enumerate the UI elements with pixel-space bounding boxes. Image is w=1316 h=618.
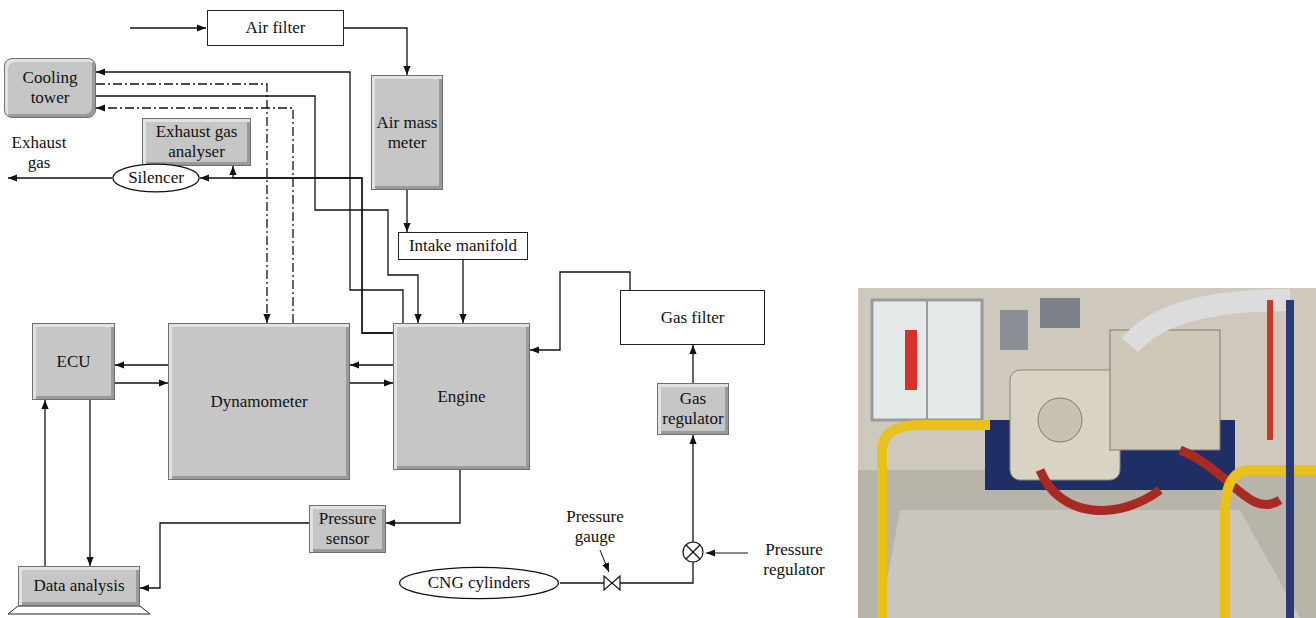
photo-dyno-flange xyxy=(1038,398,1082,442)
component-label: Air filter xyxy=(246,18,306,38)
flow-arrow xyxy=(406,190,407,232)
text-group: Silencer xyxy=(128,168,184,188)
component-label: Engine xyxy=(437,387,485,407)
exhaust-outlet-arrow xyxy=(8,177,112,178)
text-group: Cooling tower xyxy=(8,68,92,107)
component-label: Intake manifold xyxy=(409,236,517,256)
text-group: CNG cylinders xyxy=(428,573,530,593)
component-label: Pressure sensor xyxy=(313,509,382,548)
component-label: Gas filter xyxy=(661,308,725,328)
flow-arrow xyxy=(96,96,418,323)
component-label: Silencer xyxy=(128,168,184,188)
flow-arrow xyxy=(350,382,393,383)
text-group: Air filter xyxy=(246,18,306,38)
component-box: Air mass meter xyxy=(371,75,443,190)
flow-arrow xyxy=(89,400,90,566)
component-label: Gas regulator xyxy=(661,389,725,428)
photo-red-hose xyxy=(1040,470,1160,510)
component-box: Data analysis xyxy=(18,566,140,606)
component-label: Dynamometer xyxy=(210,392,307,412)
component-label: Exhaust gas analyser xyxy=(146,122,247,161)
text-group: ECU xyxy=(57,352,91,372)
text-group: Dynamometer xyxy=(210,392,307,412)
photo-dynamometer xyxy=(1010,370,1120,480)
flow-arrow xyxy=(344,28,407,75)
annotation-label: Pressure regulator xyxy=(752,540,836,579)
flow-arrow xyxy=(692,345,693,383)
flow-arrow xyxy=(200,178,393,333)
flow-arrow xyxy=(462,260,463,323)
flow-arrow xyxy=(386,470,460,523)
component-ellipse: CNG cylinders xyxy=(398,566,560,600)
valve-symbol xyxy=(604,576,612,590)
leader-line xyxy=(600,550,609,572)
component-box: Intake manifold xyxy=(398,232,528,260)
text-group: Intake manifold xyxy=(409,236,517,256)
flow-arrow xyxy=(115,364,168,365)
text-group: Exhaust gas analyser xyxy=(146,122,247,161)
component-box: Gas regulator xyxy=(657,383,729,435)
component-box: Engine xyxy=(393,323,530,470)
photo-yellow-rail xyxy=(1225,470,1316,618)
text-group: Gas filter xyxy=(661,308,725,328)
photo-window-frame xyxy=(926,300,928,420)
ellipse-outline xyxy=(113,164,199,192)
component-box: ECU xyxy=(32,323,115,400)
flow-arrow xyxy=(96,72,403,323)
photo-exhaust-pipe xyxy=(1130,300,1290,345)
annotation-label: Exhaust gas xyxy=(8,133,70,172)
text-group: Air mass meter xyxy=(375,113,439,152)
annotation-label: Pressure gauge xyxy=(560,507,630,546)
valve-symbol xyxy=(612,576,620,590)
photo-engine xyxy=(1110,330,1220,450)
air-inlet-arrow xyxy=(130,27,206,28)
laptop-base xyxy=(8,606,150,614)
component-ellipse: Silencer xyxy=(112,163,200,193)
flow-arrow xyxy=(44,400,45,566)
component-box: Gas filter xyxy=(620,290,765,345)
component-box: Cooling tower xyxy=(4,58,96,118)
component-box: Pressure sensor xyxy=(309,505,386,553)
component-box: Exhaust gas analyser xyxy=(142,118,251,166)
text-group: Pressure sensor xyxy=(313,509,382,548)
flow-arrow xyxy=(115,382,168,383)
component-label: Data analysis xyxy=(33,576,124,596)
coolant-line xyxy=(96,108,293,323)
component-label: ECU xyxy=(57,352,91,372)
text-group: Data analysis xyxy=(33,576,124,596)
ellipse-outline xyxy=(400,567,559,598)
photo-red-pipe xyxy=(1267,300,1273,440)
component-box: Air filter xyxy=(207,10,344,46)
regulator-symbol xyxy=(683,542,703,562)
flow-arrow xyxy=(350,364,393,365)
flow-arrow xyxy=(140,523,309,588)
photo-wall xyxy=(858,288,1316,618)
photo-red-cylinder xyxy=(905,330,917,390)
regulator-symbol xyxy=(686,545,700,559)
photo-yellow-rail xyxy=(882,425,990,618)
regulator-symbol xyxy=(686,545,700,559)
flow-arrow xyxy=(560,435,693,583)
flow-arrow xyxy=(233,166,393,333)
coolant-line xyxy=(96,84,267,323)
flow-arrow xyxy=(530,272,630,350)
photo-window xyxy=(872,300,982,420)
leader-line xyxy=(706,553,748,554)
text-group: Gas regulator xyxy=(661,389,725,428)
component-box: Dynamometer xyxy=(168,323,350,480)
text-group: Engine xyxy=(437,387,485,407)
photo-blue-post xyxy=(1286,300,1294,618)
photo-control-box xyxy=(1040,298,1080,328)
component-label: CNG cylinders xyxy=(428,573,530,593)
component-label: Cooling tower xyxy=(8,68,92,107)
component-label: Air mass meter xyxy=(375,113,439,152)
test-bench-photo xyxy=(858,288,1316,618)
photo-control-box xyxy=(1000,310,1028,350)
photo-pedestal xyxy=(880,510,1300,618)
